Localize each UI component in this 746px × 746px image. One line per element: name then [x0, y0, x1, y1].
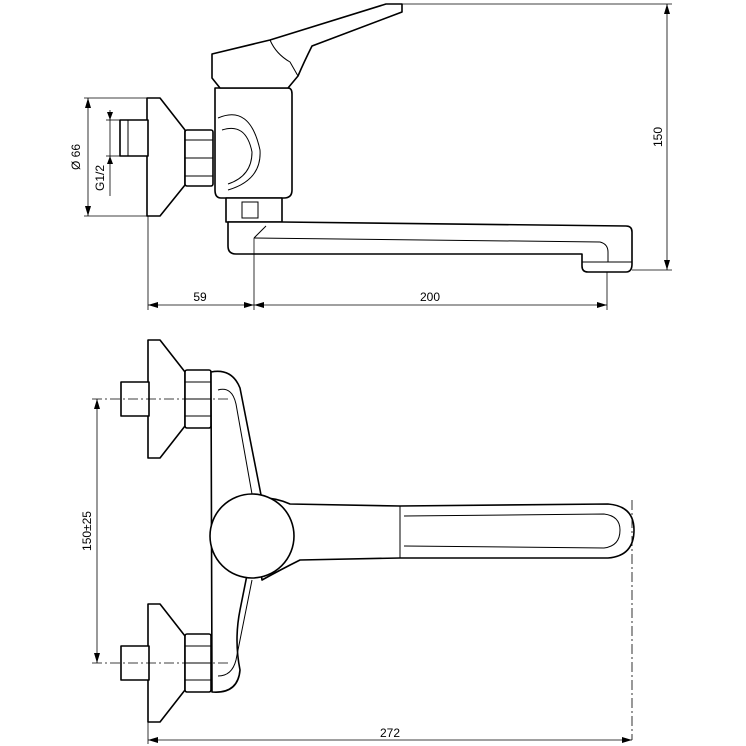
side-lever-handle	[211, 3, 403, 89]
dim-59-arrow-left	[148, 302, 158, 308]
side-spout-bevel	[253, 225, 267, 239]
side-inlet-pipe	[119, 119, 149, 157]
dim-200-arrow-left	[254, 302, 264, 308]
dim-150tol-arrow-bottom	[94, 653, 100, 663]
top-body-inner-lower	[217, 579, 253, 677]
dim-150tol-label: 150±25	[80, 511, 94, 551]
side-lever-top-edge	[311, 11, 403, 47]
side-wall-rosette	[146, 97, 186, 217]
top-mixer-knob	[209, 493, 295, 579]
side-lever-detail	[269, 39, 299, 77]
dim-59-arrow-right	[244, 302, 254, 308]
dim-d66-arrow-top	[85, 98, 91, 108]
dim-59-label: 59	[193, 290, 207, 304]
side-body-inner-curve	[221, 127, 253, 185]
dim-200-arrow-right	[597, 302, 607, 308]
dim-272-arrow-left	[148, 737, 158, 743]
dim-150tol-arrow-top	[94, 399, 100, 409]
side-view: Ø 66 G1/2 59 200 150	[69, 3, 672, 310]
dim-d66-label: Ø 66	[69, 144, 83, 170]
side-mixer-body	[214, 87, 293, 199]
top-view: 150±25 272	[80, 339, 635, 744]
dim-g12-arrow-bottom	[107, 156, 113, 164]
dim-272-label: 272	[380, 726, 400, 740]
dim-g12-label: G1/2	[93, 165, 107, 191]
top-body-inner-upper	[217, 388, 253, 495]
side-collar-window	[241, 201, 259, 219]
dim-d66-arrow-bottom	[85, 206, 91, 216]
dim-272-arrow-right	[622, 737, 632, 743]
dim-g12-arrow-top	[107, 112, 113, 120]
dim-150-arrow-bottom	[664, 260, 670, 270]
side-spout-inner	[253, 237, 609, 262]
side-body-curve	[217, 114, 261, 191]
dim-200-label: 200	[420, 290, 440, 304]
top-spout-inner	[403, 513, 621, 549]
dim-150-arrow-top	[664, 4, 670, 14]
dim-150-label: 150	[651, 127, 665, 147]
top-spout	[249, 496, 635, 581]
side-spout	[227, 221, 633, 273]
